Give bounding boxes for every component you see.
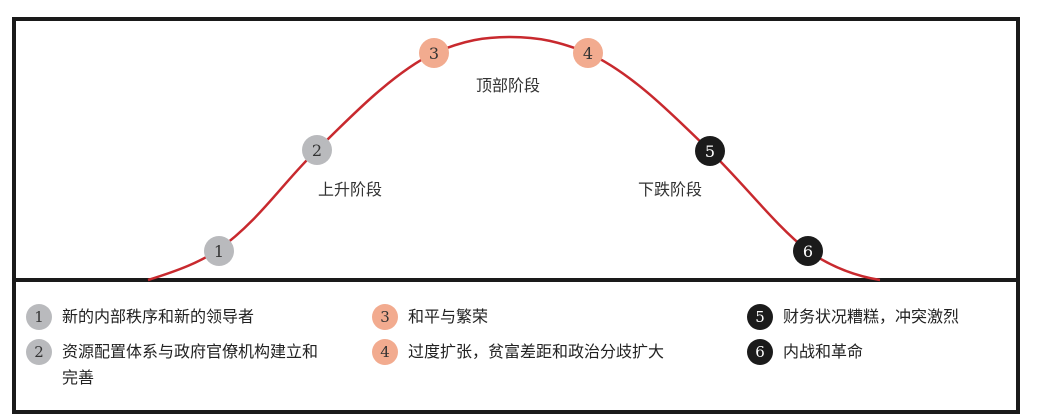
legend-divider [12,278,1020,282]
legend-marker-1: 1 [26,304,52,330]
legend-text-1: 新的内部秩序和新的领导者 [62,307,255,326]
marker-6: 6 [793,236,823,266]
diagram-frame [12,17,1020,414]
legend-item-5: 5 财务状况糟糕，冲突激烈 [747,304,959,330]
marker-4: 4 [573,38,603,68]
phase-label-fall: 下跌阶段 [638,180,703,199]
legend-marker-6: 6 [747,339,773,365]
legend-item-6: 6 内战和革命 [747,339,863,365]
legend-marker-5: 5 [747,304,773,330]
legend-marker-2: 2 [26,339,52,365]
legend-text-6: 内战和革命 [783,342,864,361]
phase-label-top: 顶部阶段 [476,76,541,95]
legend-item-3: 3 和平与繁荣 [372,304,488,330]
marker-1: 1 [204,236,234,266]
legend-marker-3: 3 [372,304,398,330]
cycle-curve [147,35,881,282]
legend-text-5: 财务状况糟糕，冲突激烈 [783,307,960,326]
phase-label-rise: 上升阶段 [318,180,383,199]
legend-marker-4: 4 [372,339,398,365]
legend-text-2: 资源配置体系与政府官僚机构建立和完善 [62,342,319,387]
legend-item-4: 4 过度扩张，贫富差距和政治分歧扩大 [372,339,664,365]
marker-5: 5 [695,136,725,166]
marker-2: 2 [302,135,332,165]
legend-text-3: 和平与繁荣 [408,307,489,326]
legend-text-4: 过度扩张，贫富差距和政治分歧扩大 [408,342,665,361]
marker-3: 3 [419,38,449,68]
legend-item-1: 1 新的内部秩序和新的领导者 [26,304,254,330]
legend-item-2: 2 资源配置体系与政府官僚机构建立和完善 [26,339,332,391]
